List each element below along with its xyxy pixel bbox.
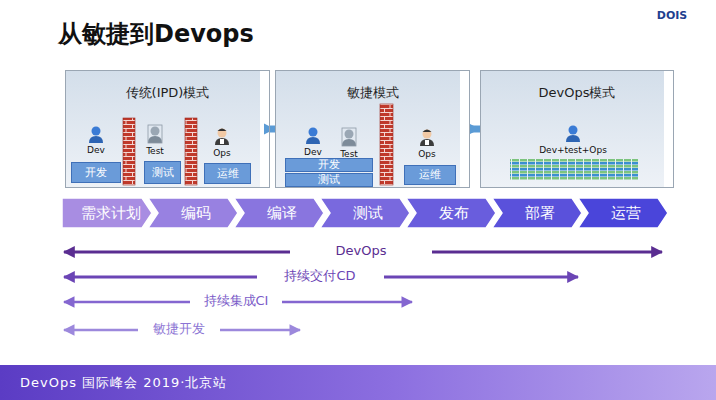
span-label: 持续交付CD — [281, 269, 358, 284]
role-box: 测试 — [285, 173, 373, 187]
panel-title: 敏捷模式 — [276, 84, 469, 102]
footer-band: DevOps 国际峰会 2019·北京站 — [0, 365, 716, 400]
stage-chevron: 发布 — [406, 198, 496, 228]
stage-label: 需求计划 — [75, 204, 141, 223]
role-caption: Test — [146, 146, 164, 156]
stage-label: 发布 — [433, 204, 469, 223]
stage-label: 编码 — [175, 204, 211, 223]
role-caption: Ops — [213, 148, 231, 158]
mode-panel: DevOps模式 — [480, 70, 674, 188]
person-icons — [89, 125, 580, 146]
stage-chevron: 运营 — [578, 198, 668, 228]
span-label: 敏捷开发 — [150, 322, 208, 337]
stage-chevron: 编译 — [234, 198, 324, 228]
box-label: 开发 — [318, 159, 340, 171]
box-label: 测试 — [318, 174, 340, 186]
mode-panel: 敏捷模式开发测试 运维 — [275, 70, 470, 188]
box-label: 运维 — [217, 168, 239, 180]
stage-label: 编译 — [261, 204, 297, 223]
role-caption: Dev — [87, 145, 105, 155]
role-caption: Dev+test+Ops — [539, 145, 607, 155]
stage-label: 部署 — [519, 204, 555, 223]
mode-panel: 传统(IPD)模式开发 测试 运维 — [65, 70, 270, 188]
box-label: 测试 — [152, 167, 174, 179]
role-box: 测试 — [144, 161, 181, 184]
role-caption: Test — [340, 149, 358, 159]
panel-title: DevOps模式 — [481, 84, 673, 102]
role-box: 开发 — [285, 158, 373, 172]
role-caption: Dev — [304, 147, 322, 157]
span-lines — [64, 252, 662, 330]
footer-text: DevOps 国际峰会 2019·北京站 — [0, 374, 227, 392]
flow-arrow — [470, 126, 480, 133]
pipeline-bar — [510, 159, 638, 180]
role-box: 运维 — [404, 165, 456, 185]
stage-chevron: 部署 — [492, 198, 582, 228]
panel-title: 传统(IPD)模式 — [66, 84, 269, 102]
span-label: 持续集成CI — [201, 294, 272, 309]
span-label: DevOps — [333, 244, 390, 259]
role-caption: Ops — [418, 149, 436, 159]
stage-chevron: 需求计划 — [62, 198, 154, 228]
page-title: 从敏捷到Devops — [58, 18, 254, 50]
role-box: 开发 — [71, 162, 121, 183]
box-label: 运维 — [419, 169, 441, 181]
logo-text: DOIS — [657, 10, 688, 23]
stage-chevron: 编码 — [148, 198, 238, 228]
stage-chevron: 测试 — [320, 198, 410, 228]
stage-label: 测试 — [347, 204, 383, 223]
stage-label: 运营 — [605, 204, 641, 223]
box-label: 开发 — [85, 167, 107, 179]
role-box: 运维 — [204, 163, 251, 184]
